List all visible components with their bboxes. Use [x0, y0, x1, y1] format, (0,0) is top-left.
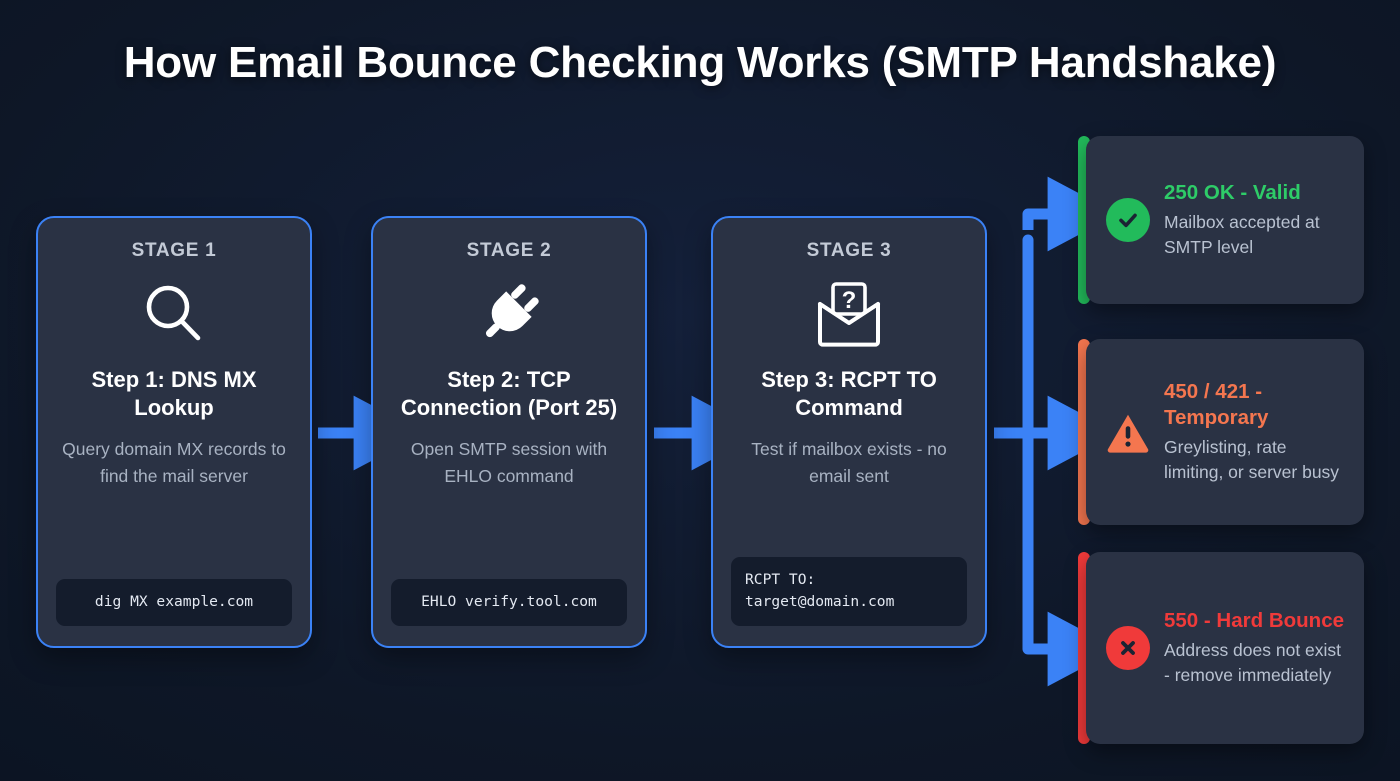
result-text: 250 OK - Valid Mailbox accepted at SMTP …	[1164, 180, 1346, 260]
result-card-temporary[interactable]: 450 / 421 - Temporary Greylisting, rate …	[1086, 339, 1364, 525]
result-card-valid[interactable]: 250 OK - Valid Mailbox accepted at SMTP …	[1086, 136, 1364, 304]
power-plug-icon	[474, 276, 544, 352]
result-title: 450 / 421 - Temporary	[1164, 380, 1269, 430]
result-card-hard-bounce[interactable]: 550 - Hard Bounce Address does not exist…	[1086, 552, 1364, 744]
stage-label: STAGE 1	[131, 240, 217, 261]
stage-description: Test if mailbox exists - no email sent	[751, 439, 947, 486]
result-description: Address does not exist - remove immediat…	[1164, 640, 1342, 686]
warning-triangle-icon	[1106, 410, 1150, 454]
stage-card-1[interactable]: STAGE 1 Step 1: DNS MX Lookup Query doma…	[36, 216, 312, 648]
stage-title: Step 3: RCPT TO Command	[761, 367, 937, 421]
stage-card-2[interactable]: STAGE 2 Step 2: TCP Connection (Port 25)…	[371, 216, 647, 648]
stage-label: STAGE 3	[806, 240, 892, 261]
stage-title: Step 1: DNS MX Lookup	[91, 367, 257, 421]
result-description: Mailbox accepted at SMTP level	[1164, 212, 1320, 258]
magnifier-icon	[140, 276, 208, 352]
envelope-question-icon: ?	[811, 276, 887, 352]
stage-description: Query domain MX records to find the mail…	[62, 439, 286, 486]
stage-code-snippet: dig MX example.com	[56, 579, 292, 626]
arrow-branch-to-valid	[1022, 176, 1118, 252]
check-circle-icon	[1106, 198, 1150, 242]
result-title: 250 OK - Valid	[1164, 181, 1301, 205]
stage-label: STAGE 2	[466, 240, 552, 261]
stage-description: Open SMTP session with EHLO command	[410, 439, 608, 486]
svg-text:?: ?	[842, 287, 857, 314]
result-text: 450 / 421 - Temporary Greylisting, rate …	[1164, 379, 1346, 485]
x-circle-icon	[1106, 626, 1150, 670]
result-title: 550 - Hard Bounce	[1164, 609, 1344, 633]
result-description: Greylisting, rate limiting, or server bu…	[1164, 437, 1340, 483]
stage-card-3[interactable]: STAGE 3 ? Step 3: RCPT TO Command Test i…	[711, 216, 987, 648]
stage-code-snippet: EHLO verify.tool.com	[391, 579, 627, 626]
page-title: How Email Bounce Checking Works (SMTP Ha…	[123, 38, 1277, 87]
stage-code-snippet: RCPT TO: target@domain.com	[731, 556, 967, 626]
result-text: 550 - Hard Bounce Address does not exist…	[1164, 608, 1346, 688]
stage-title: Step 2: TCP Connection (Port 25)	[400, 367, 618, 421]
arrow-branch-to-hard-bounce	[1022, 611, 1118, 687]
